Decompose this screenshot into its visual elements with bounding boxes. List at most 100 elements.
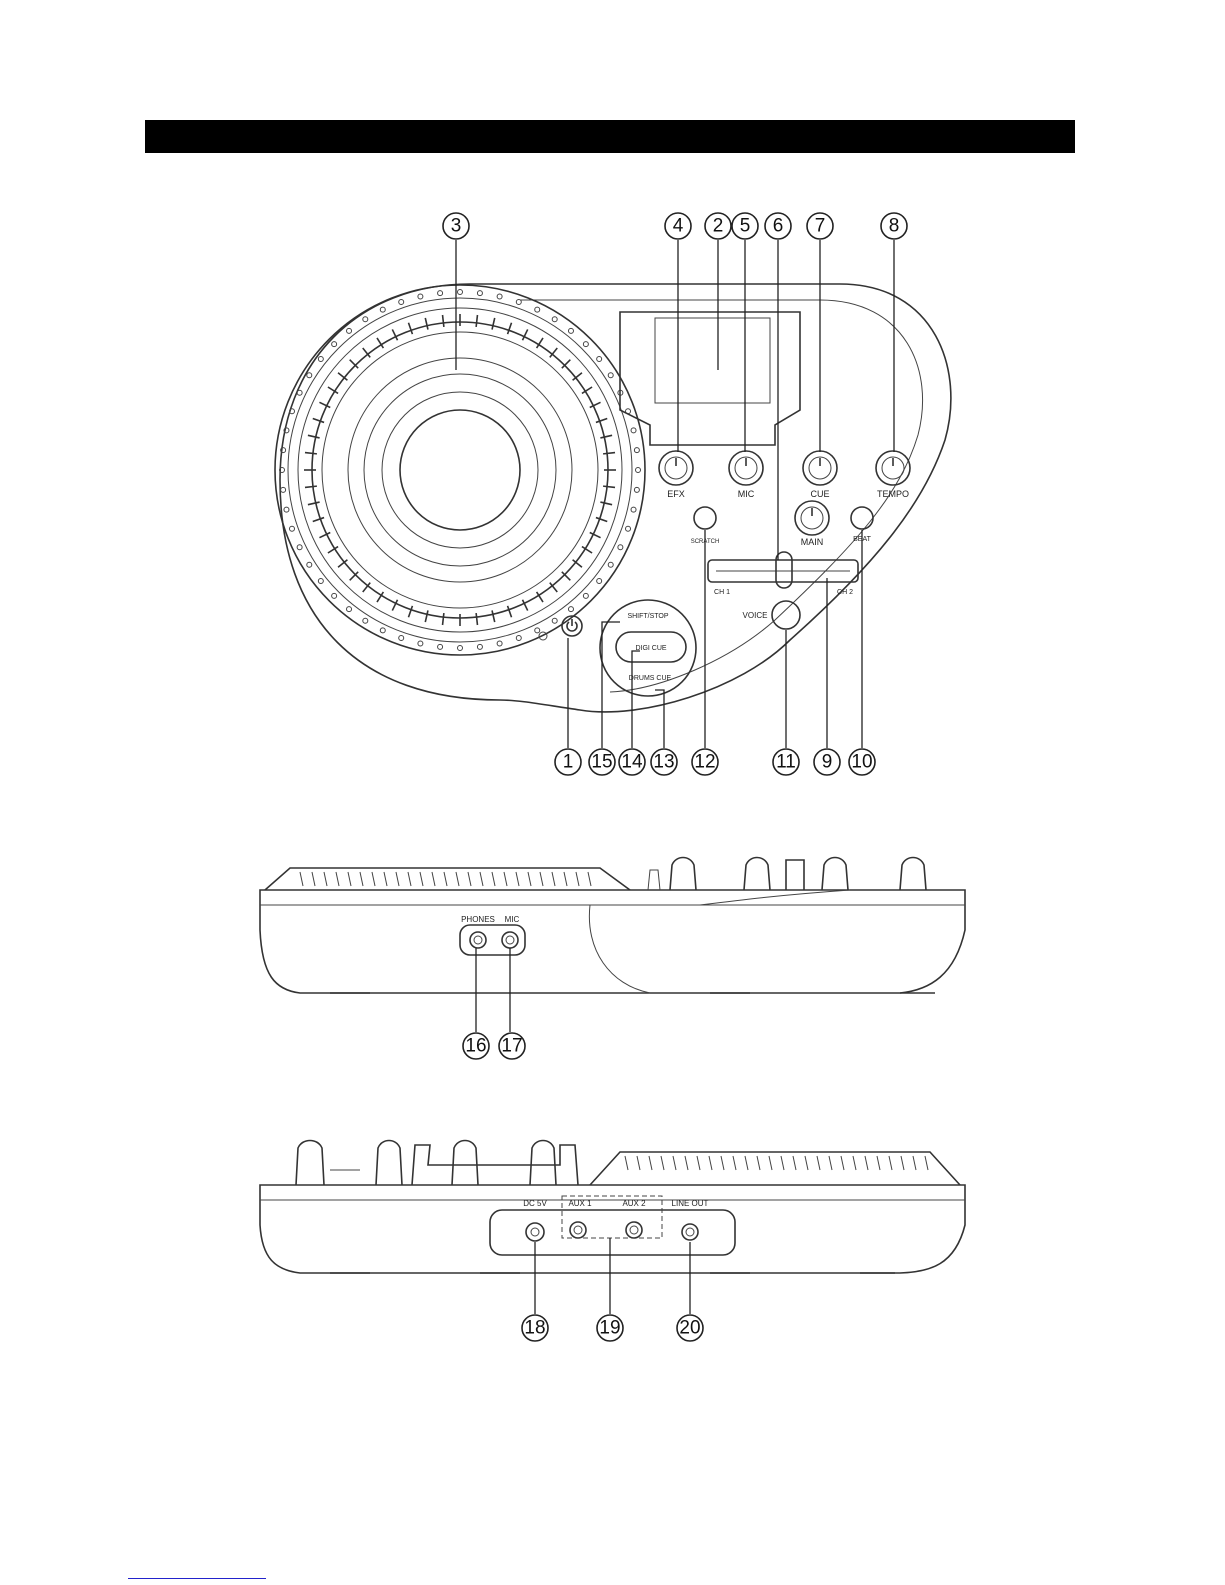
front-knob-1 (670, 858, 696, 891)
callout-13: 13 (651, 749, 677, 775)
label-drums-cue: DRUMS CUE (629, 675, 672, 682)
profile-tick (528, 872, 531, 886)
profile-tick (901, 1156, 904, 1170)
label-line-out: LINE OUT (672, 1199, 709, 1208)
profile-tick (913, 1156, 916, 1170)
jog-outer-dot (318, 357, 323, 362)
jog-inner-tick (508, 606, 512, 617)
jog-outer-dot (477, 291, 482, 296)
profile-tick (348, 872, 351, 886)
jog-outer-dot (418, 641, 423, 646)
profile-tick (324, 872, 327, 886)
profile-tick (625, 1156, 628, 1170)
callout-1: 1 (555, 749, 581, 775)
callout-18: 18 (522, 1315, 548, 1341)
jog-inner-tick (313, 518, 324, 522)
front-knob-5 (900, 858, 926, 891)
profile-tick (769, 1156, 772, 1170)
jog-outer-dot (318, 578, 323, 583)
beat-button[interactable] (851, 507, 873, 529)
jog-inner-tick (443, 315, 444, 327)
knob-efx[interactable] (659, 451, 693, 485)
jog-outer-dot (516, 299, 521, 304)
profile-tick (793, 1156, 796, 1170)
profile-tick (468, 872, 471, 886)
crossfader[interactable] (708, 552, 858, 588)
line-out-jack[interactable] (682, 1224, 698, 1240)
rear-knob-2 (376, 1141, 402, 1186)
aux1-jack[interactable] (570, 1222, 586, 1238)
jog-outer-dot (347, 328, 352, 333)
jog-outer-dot (332, 342, 337, 347)
callout-3: 3 (443, 213, 469, 239)
profile-tick (504, 872, 507, 886)
jog-inner-tick (596, 418, 607, 422)
jog-outer-dot (399, 636, 404, 641)
jog-inner-tick (603, 486, 615, 487)
jog-outer-dot (535, 307, 540, 312)
aux2-jack[interactable] (626, 1222, 642, 1238)
svg-text:12: 12 (694, 752, 715, 773)
jog-outer-dot (418, 294, 423, 299)
profile-tick (865, 1156, 868, 1170)
callout-4: 4 (665, 213, 691, 239)
jog-outer-dot (583, 342, 588, 347)
profile-tick (805, 1156, 808, 1170)
dc-5v-jack[interactable] (526, 1223, 544, 1241)
mic-jack[interactable] (502, 932, 518, 948)
callout-15: 15 (589, 749, 615, 775)
jog-outer-dot (552, 618, 557, 623)
callout-19: 19 (597, 1315, 623, 1341)
svg-text:7: 7 (815, 216, 826, 237)
knob-cue[interactable] (803, 451, 837, 485)
jog-outer-dot (552, 317, 557, 322)
voice-button[interactable] (772, 601, 800, 629)
profile-tick (721, 1156, 724, 1170)
front-knob-2 (744, 858, 770, 891)
jog-outer-dot (399, 299, 404, 304)
profile-tick (829, 1156, 832, 1170)
profile-tick (697, 1156, 700, 1170)
rear-dock (412, 1145, 578, 1185)
svg-text:14: 14 (621, 752, 643, 773)
profile-tick (360, 872, 363, 886)
profile-tick (516, 872, 519, 886)
jog-outer-dot (380, 307, 385, 312)
jog-inner-tick (305, 453, 317, 454)
jog-inner-tick (476, 613, 477, 625)
front-view: PHONES MIC 16 17 (260, 858, 965, 1060)
profile-tick (540, 872, 543, 886)
jog-outer-dot (497, 641, 502, 646)
label-aux1: AUX 1 (568, 1199, 592, 1208)
svg-text:10: 10 (851, 752, 872, 773)
profile-tick (757, 1156, 760, 1170)
svg-text:16: 16 (465, 1036, 486, 1057)
profile-tick (841, 1156, 844, 1170)
footer-rule (128, 1578, 266, 1579)
callout-7: 7 (807, 213, 833, 239)
scratch-button[interactable] (694, 507, 716, 529)
jog-inner-tick (408, 606, 412, 617)
svg-text:3: 3 (451, 216, 462, 237)
jog-outer-dot (634, 448, 639, 453)
jog-inner-tick (308, 435, 320, 438)
svg-text:4: 4 (673, 216, 684, 237)
label-tempo: TEMPO (877, 489, 909, 499)
knob-main[interactable] (795, 501, 829, 535)
profile-tick (396, 872, 399, 886)
svg-text:1: 1 (563, 752, 574, 773)
knob-mic[interactable] (729, 451, 763, 485)
jog-outer-dot (332, 593, 337, 598)
phones-jack[interactable] (470, 932, 486, 948)
jog-inner-tick (600, 502, 612, 505)
front-knob-4 (822, 858, 848, 891)
jog-outer-dot (347, 607, 352, 612)
dock-slot (620, 312, 800, 445)
profile-tick (300, 872, 303, 886)
jog-inner-tick (492, 610, 495, 622)
jog-outer-dot (438, 644, 443, 649)
callout-5: 5 (732, 213, 758, 239)
profile-tick (817, 1156, 820, 1170)
callout-12: 12 (692, 749, 718, 775)
